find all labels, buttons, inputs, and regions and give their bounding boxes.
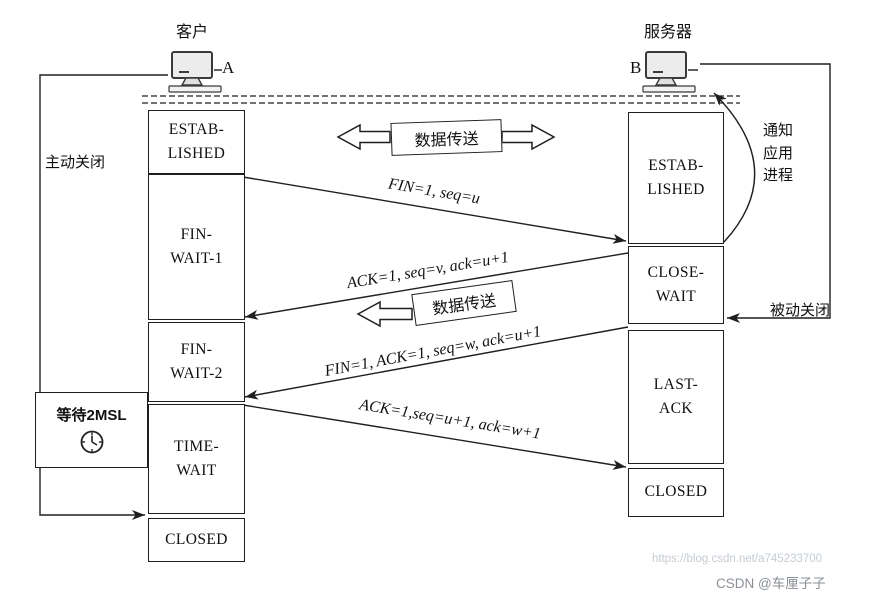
active-close-label: 主动关闭	[45, 154, 106, 171]
client-state-closed: CLOSED	[148, 518, 245, 562]
segment-line-fin-ack	[244, 326, 629, 400]
state-line: LISHED	[167, 145, 226, 162]
client-title: 客户	[176, 24, 209, 41]
client-state-established: ESTAB- LISHED	[148, 110, 245, 174]
active-close-rail	[39, 74, 168, 520]
state-line: CLOSE-	[647, 263, 705, 281]
notify-app-line: 进程	[763, 167, 794, 184]
wait-2msl-label: 等待2MSL	[56, 407, 127, 424]
server-computer-icon	[642, 51, 698, 93]
segment-line-last-ack	[242, 404, 627, 470]
state-line: WAIT-1	[170, 250, 223, 267]
data-transfer-top-label: 数据传送	[414, 130, 479, 150]
notify-app-label: 通知 应用 进程	[763, 120, 799, 188]
watermark-url: https://blog.csdn.net/a745233700	[652, 553, 823, 565]
client-state-fin-wait-1: FIN- WAIT-1	[148, 174, 245, 320]
notify-app-line: 应用	[763, 144, 794, 162]
segment-line-ack	[244, 252, 629, 320]
state-line: FIN-	[180, 225, 213, 243]
server-state-last-ack: LAST- ACK	[628, 330, 724, 464]
watermark-credit: CSDN @车厘子子	[716, 576, 826, 591]
client-state-fin-wait-2: FIN- WAIT-2	[148, 322, 245, 402]
client-computer-icon	[168, 51, 222, 93]
state-line: WAIT	[655, 288, 697, 305]
segment-line-fin	[242, 176, 627, 244]
client-state-time-wait: TIME- WAIT	[148, 404, 245, 514]
wait-2msl-box: 等待2MSL	[35, 392, 148, 468]
server-host-letter: B	[630, 58, 642, 77]
state-line: FIN-	[180, 340, 213, 358]
state-line: ESTAB-	[648, 156, 704, 174]
server-state-closed: CLOSED	[628, 468, 724, 517]
data-transfer-mid-arrow-icon	[356, 300, 413, 328]
data-transfer-left-arrow-icon	[336, 123, 391, 151]
state-line: WAIT-2	[170, 365, 223, 382]
state-line: CLOSED	[165, 530, 228, 548]
state-line: WAIT	[176, 462, 217, 479]
data-transfer-top-box: 数据传送	[390, 119, 503, 156]
server-state-established: ESTAB- LISHED	[628, 112, 724, 244]
passive-close-label: 被动关闭	[770, 302, 831, 319]
data-transfer-mid-label: 数据传送	[431, 292, 498, 319]
passive-close-rail	[700, 63, 831, 323]
state-line: LISHED	[647, 181, 705, 198]
state-line: ACK	[659, 400, 693, 417]
server-title: 服务器	[644, 24, 693, 41]
client-host-letter: A	[222, 58, 235, 77]
state-line: ESTAB-	[168, 120, 225, 138]
notify-app-line: 通知	[763, 122, 794, 139]
state-line: TIME-	[173, 437, 220, 455]
state-line: CLOSED	[644, 483, 708, 501]
data-transfer-right-arrow-icon	[501, 123, 556, 151]
notify-app-curve	[713, 92, 756, 243]
clock-icon	[80, 430, 103, 454]
state-line: LAST-	[653, 375, 699, 393]
server-state-close-wait: CLOSE- WAIT	[628, 246, 724, 324]
